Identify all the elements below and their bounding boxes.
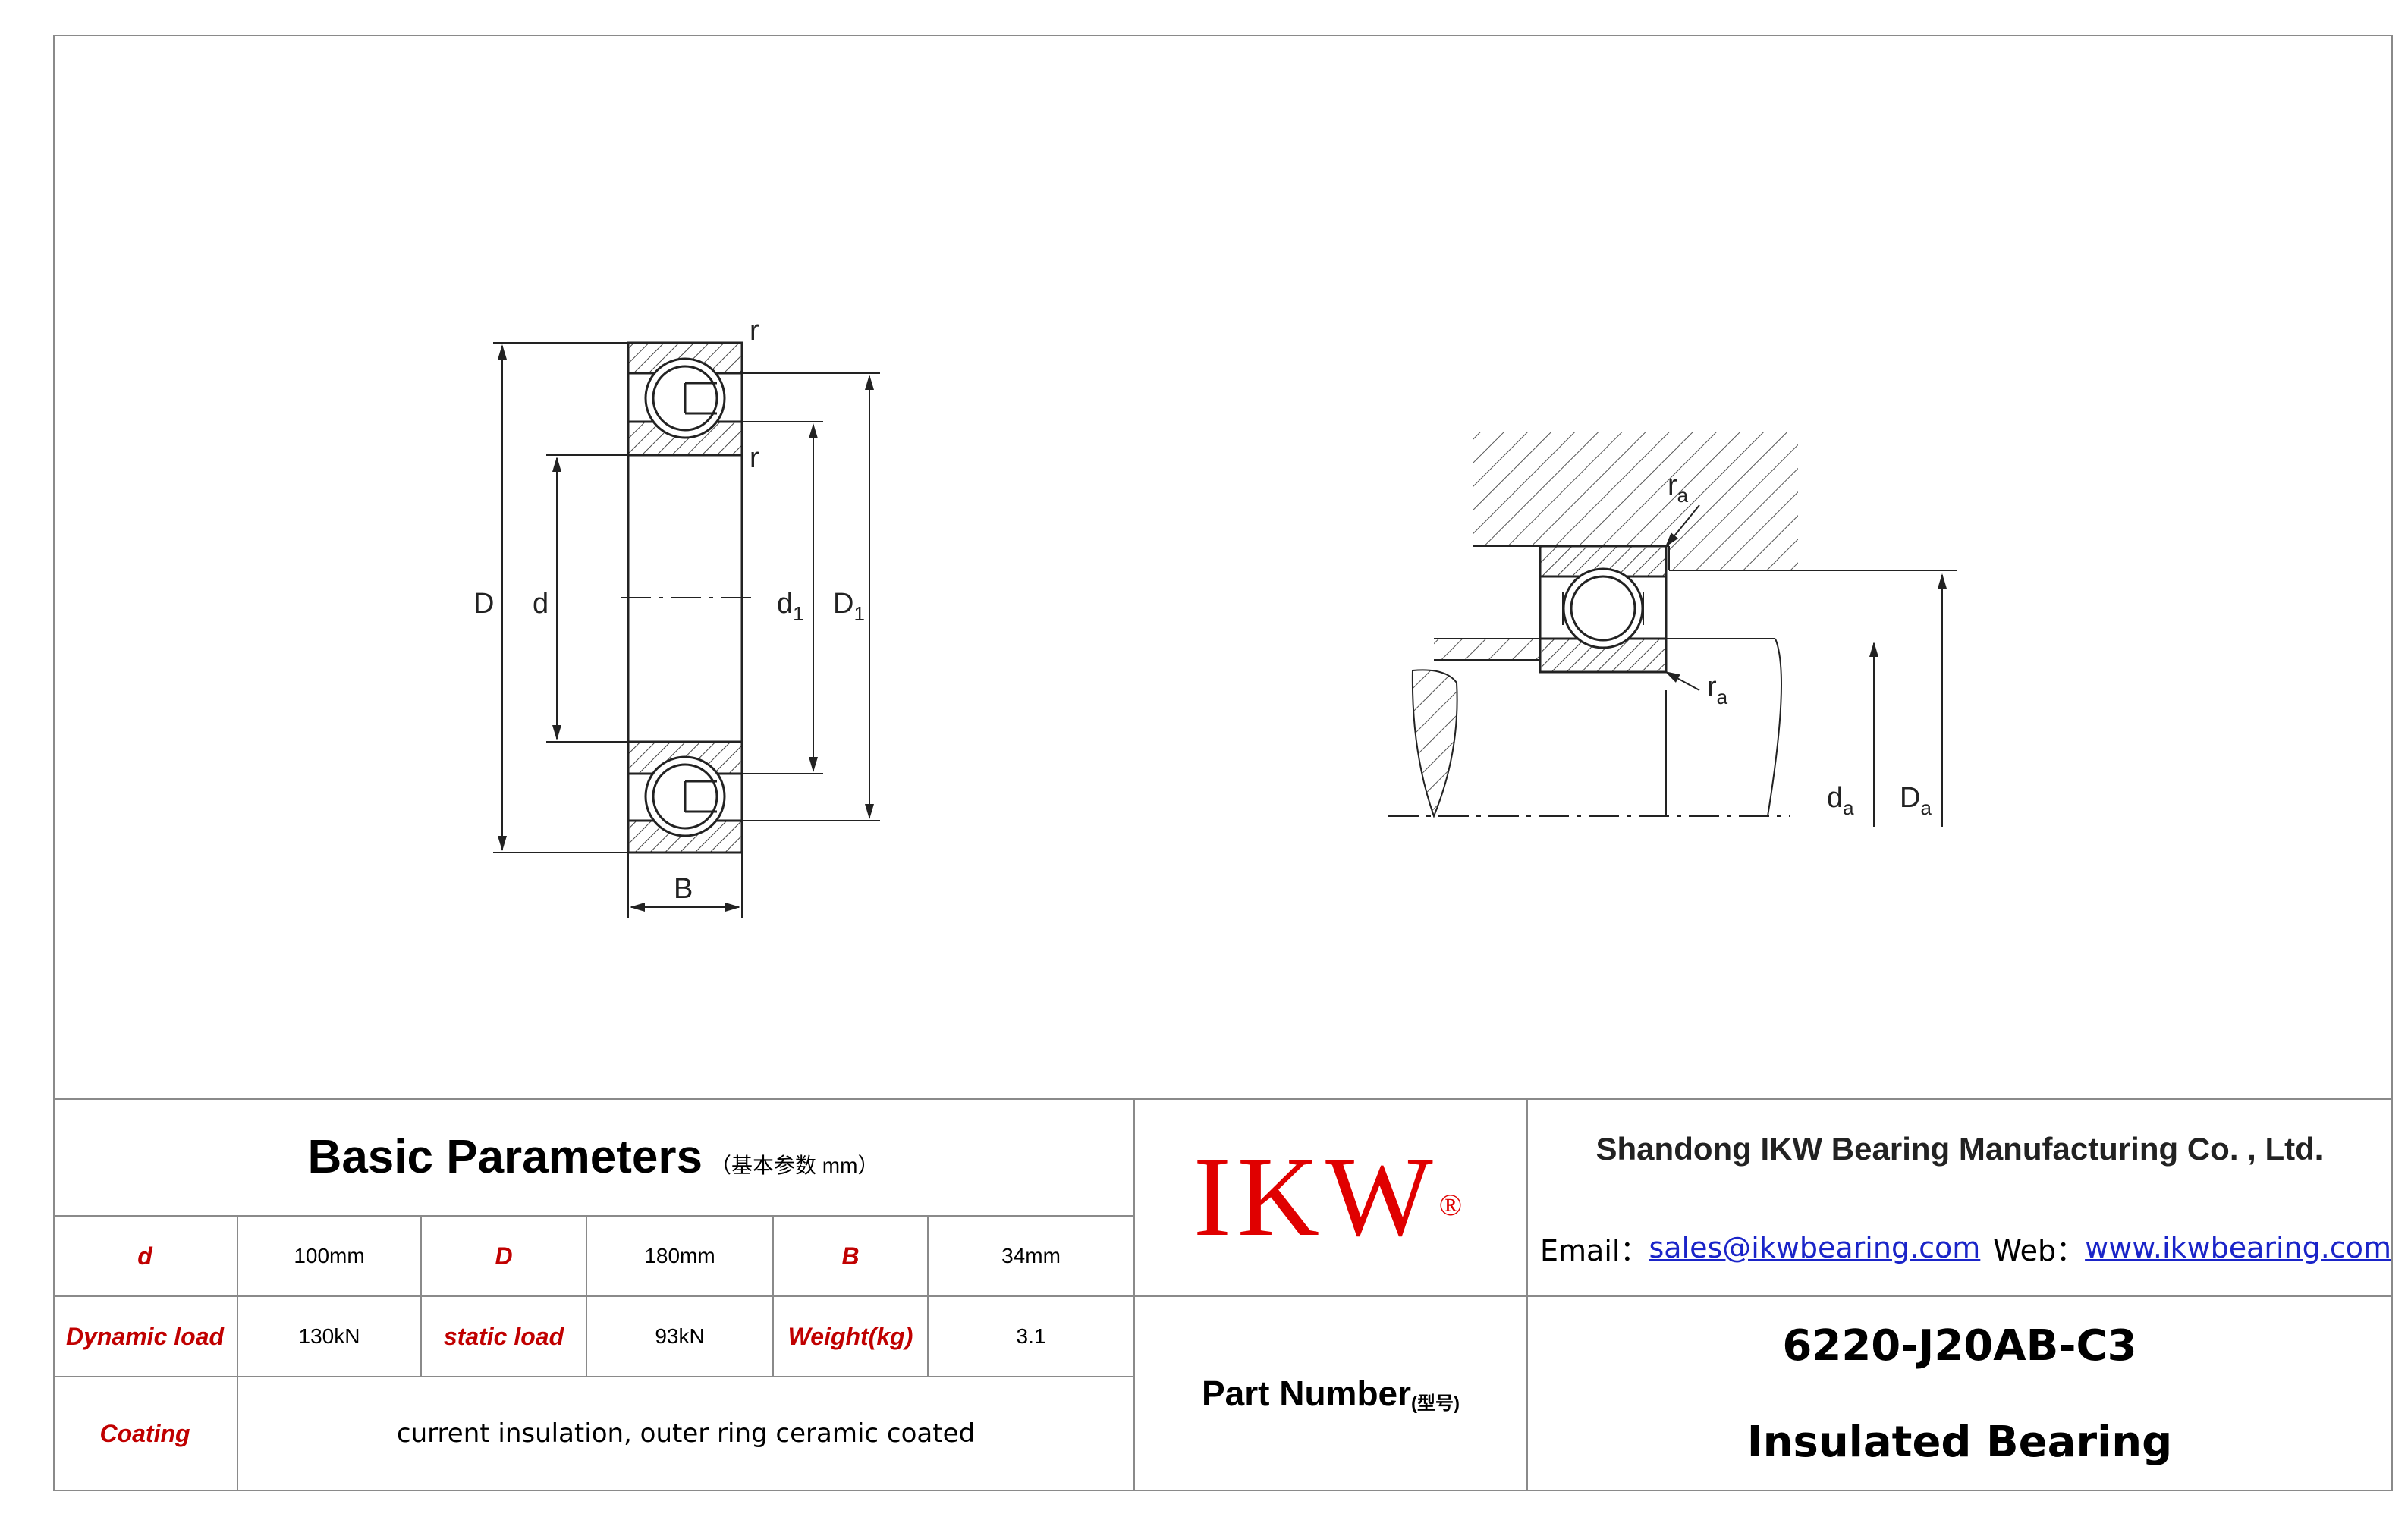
param-coating-label: Coating — [53, 1377, 238, 1491]
registered-mark: ® — [1438, 1187, 1469, 1222]
section-labels: D d d1 D1 r r B — [473, 315, 865, 905]
web-link[interactable]: www.ikwbearing.com — [2085, 1231, 2391, 1264]
label-r-top: r — [750, 315, 759, 347]
email-label: Email： — [1540, 1233, 1649, 1267]
basic-parameters-header: Basic Parameters （基本参数 mm） — [53, 1098, 1135, 1217]
param-dynamic-load-value: 130kN — [238, 1297, 422, 1377]
part-number-label-text: Part Number — [1201, 1374, 1412, 1413]
label-d: d — [533, 588, 549, 620]
param-static-load-value: 93kN — [587, 1297, 774, 1377]
basic-parameters-title: Basic Parameters — [307, 1130, 703, 1183]
param-d-label: d — [53, 1217, 238, 1297]
technical-drawing: D d d1 D1 r r B — [473, 315, 1957, 918]
label-D1: D1 — [833, 588, 865, 625]
label-Da: Da — [1900, 782, 1932, 819]
email-link[interactable]: sales@ikwbearing.com — [1649, 1231, 1981, 1264]
company-name: Shandong IKW Bearing Manufacturing Co. ,… — [1528, 1098, 2393, 1200]
param-weight-label: Weight(kg) — [774, 1297, 929, 1377]
param-B-label: B — [774, 1217, 929, 1297]
title-block: Basic Parameters （基本参数 mm） d 100mm D 180m… — [53, 1098, 2393, 1491]
label-da: da — [1827, 782, 1854, 819]
label-ra-bottom: ra — [1707, 671, 1728, 708]
param-d-value: 100mm — [238, 1217, 422, 1297]
param-dynamic-load-label: Dynamic load — [53, 1297, 238, 1377]
ikw-logo-text: IKW — [1193, 1134, 1439, 1260]
basic-parameters-subtitle: （基本参数 mm） — [710, 1154, 879, 1177]
mounting-view — [1388, 432, 1957, 827]
label-r-inner: r — [750, 442, 759, 474]
label-d1: d1 — [777, 588, 804, 625]
part-number-label: Part Number(型号) — [1135, 1297, 1528, 1491]
param-coating-value: current insulation, outer ring ceramic c… — [238, 1377, 1135, 1491]
ikw-logo: IKW® — [1135, 1098, 1528, 1297]
param-D-value: 180mm — [587, 1217, 774, 1297]
mounting-labels: ra ra da Da — [1668, 470, 1932, 819]
label-D: D — [473, 588, 494, 620]
part-number-label-sub: (型号) — [1411, 1393, 1460, 1414]
label-B: B — [674, 873, 693, 905]
param-B-value: 34mm — [929, 1217, 1135, 1297]
web-label: Web： — [1993, 1233, 2086, 1267]
part-type-value: Insulated Bearing — [1528, 1394, 2393, 1491]
param-weight-value: 3.1 — [929, 1297, 1135, 1377]
param-static-load-label: static load — [422, 1297, 587, 1377]
contact-row: Email： sales@ikwbearing.com Web： www.ikw… — [1528, 1200, 2393, 1297]
bearing-drawing-svg: D d d1 D1 r r B — [473, 315, 1957, 918]
bearing-section-view — [493, 341, 880, 918]
param-D-label: D — [422, 1217, 587, 1297]
part-number-value: 6220-J20AB-C3 — [1528, 1297, 2393, 1394]
